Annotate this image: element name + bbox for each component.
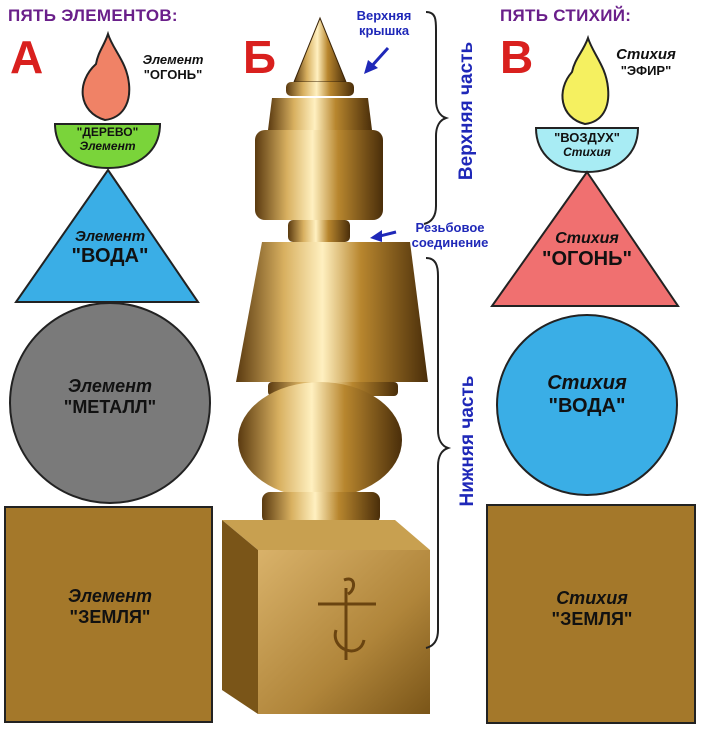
water-label-left-line1: Элемент	[74, 228, 146, 245]
threaded-label: Резьбовое соединение	[396, 220, 504, 250]
stupa-sphere	[238, 382, 402, 498]
threaded-label-line2: соединение	[411, 235, 489, 250]
stupa-cap-body	[268, 98, 372, 130]
fire-label-right: Стихия "ОГОНЬ"	[512, 230, 662, 271]
stupa-cap-ring	[286, 82, 354, 96]
fire-triangle-right	[490, 170, 680, 307]
wood-label-line1: "ДЕРЕВО"	[76, 125, 139, 139]
water-label-right-line2: "ВОДА"	[548, 395, 626, 417]
stupa-cap-drum	[255, 130, 383, 220]
wood-bowl	[53, 123, 162, 170]
fire-label-left-line1: Элемент	[142, 52, 204, 67]
air-label: "ВОЗДУХ" Стихия	[536, 130, 638, 159]
air-label-line2: Стихия	[563, 145, 611, 159]
water-circle-right	[496, 314, 678, 496]
earth-square-left	[4, 506, 213, 723]
stupa-cube-face	[258, 550, 430, 714]
metal-label-line2: "МЕТАЛЛ"	[63, 397, 157, 417]
threaded-label-line1: Резьбовое	[415, 220, 485, 235]
arrow-top-cap-head	[364, 60, 378, 74]
water-label-left-line2: "ВОДА"	[71, 245, 149, 267]
arrow-threaded-head	[370, 230, 382, 242]
stupa-ring-low	[262, 492, 380, 524]
stupa-neck	[288, 220, 350, 242]
earth-label-left-line2: "ЗЕМЛЯ"	[69, 607, 151, 627]
earth-square-right	[486, 504, 696, 724]
fire-label-left: Элемент "ОГОНЬ"	[118, 52, 228, 82]
top-cap-label: Верхняя крышка	[344, 8, 424, 38]
earth-label-left: Элемент "ЗЕМЛЯ"	[15, 586, 205, 628]
water-label-right-line1: Стихия	[547, 372, 627, 394]
stupa-symbol	[318, 577, 376, 660]
middle-letter: Б	[243, 31, 277, 83]
metal-label-line1: Элемент	[67, 376, 153, 396]
upper-brace	[423, 11, 450, 225]
left-header: ПЯТЬ ЭЛЕМЕНТОВ:	[8, 6, 178, 25]
metal-circle	[9, 302, 211, 504]
water-label-right: Стихия "ВОДА"	[512, 372, 662, 418]
right-letter: В	[500, 31, 534, 83]
earth-label-right: Стихия "ЗЕМЛЯ"	[497, 588, 687, 630]
fire-label-left-line2: "ОГОНЬ"	[143, 67, 203, 82]
earth-label-right-line2: "ЗЕМЛЯ"	[551, 609, 633, 629]
stupa-trapezoid	[236, 242, 428, 382]
earth-label-left-line1: Элемент	[67, 586, 153, 606]
top-cap-label-line1: Верхняя	[356, 8, 412, 23]
ether-label-line1: Стихия	[616, 46, 676, 63]
fire-label-right-line1: Стихия	[555, 230, 619, 247]
stupa-cube-top	[222, 520, 430, 550]
wood-label: "ДЕРЕВО" Элемент	[55, 125, 160, 153]
left-letter: А	[10, 31, 44, 83]
lower-brace	[425, 257, 452, 649]
air-label-line1: "ВОЗДУХ"	[554, 130, 620, 145]
arrow-threaded	[379, 230, 397, 238]
fire-label-right-line2: "ОГОНЬ"	[542, 248, 632, 270]
earth-label-right-line1: Стихия	[556, 588, 628, 608]
ether-label-line2: "ЭФИР"	[620, 63, 672, 78]
water-triangle-left	[14, 168, 200, 303]
wood-label-line2: Элемент	[79, 139, 136, 153]
ether-flame	[561, 34, 610, 126]
ether-label: Стихия "ЭФИР"	[592, 46, 700, 78]
right-header: ПЯТЬ СТИХИЙ:	[500, 6, 632, 25]
top-cap-label-line2: крышка	[358, 23, 410, 38]
stupa-cube-front	[222, 520, 258, 714]
water-label-left: Элемент "ВОДА"	[40, 228, 180, 268]
fire-flame-left	[81, 30, 131, 122]
left-elements-figure	[4, 30, 213, 723]
metal-label: Элемент "МЕТАЛЛ"	[20, 376, 200, 418]
